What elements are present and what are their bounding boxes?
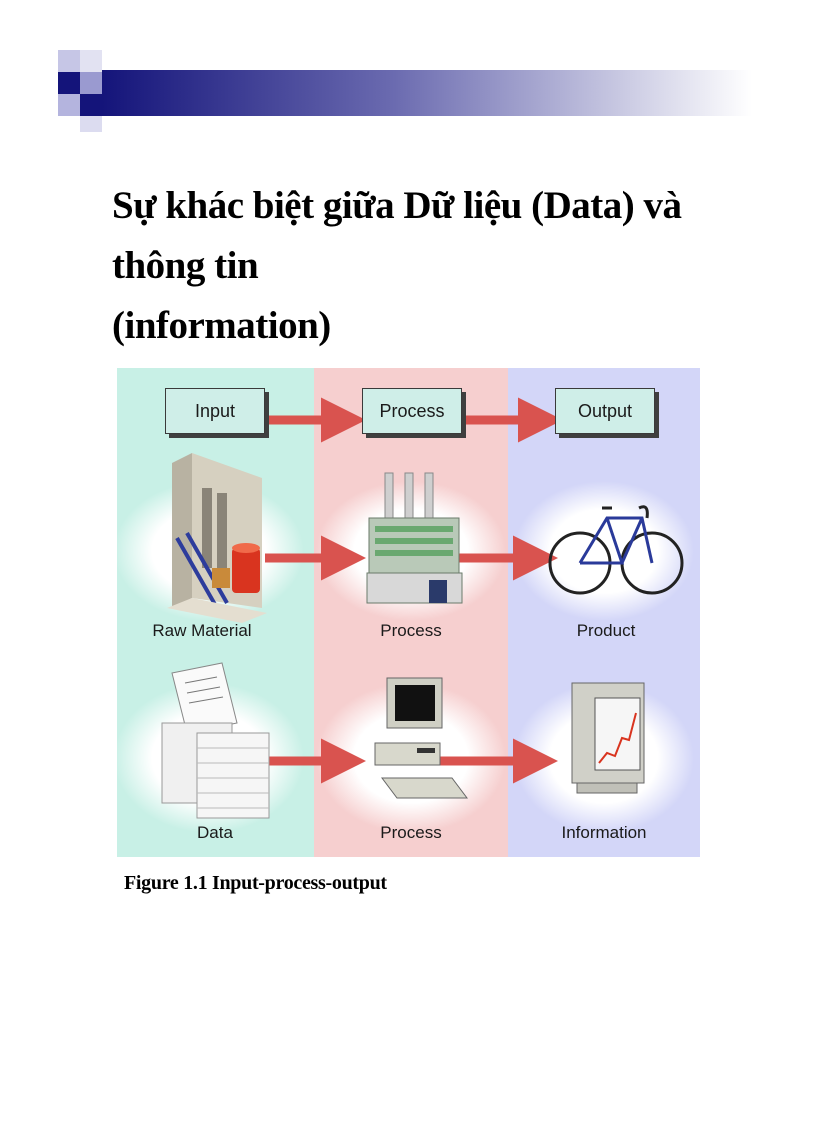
factory-icon	[366, 472, 463, 604]
process-box: Process	[362, 388, 462, 434]
decor-square	[80, 50, 102, 72]
input-box: Input	[165, 388, 265, 434]
data-papers-icon	[161, 662, 270, 819]
output-box-label: Output	[577, 400, 633, 421]
process-box-label: Process	[379, 400, 445, 421]
slide-title: Sự khác biệt giữa Dữ liệu (Data) và thôn…	[112, 176, 772, 356]
slide-title-line2: (information)	[112, 304, 331, 347]
decor-square	[80, 94, 102, 116]
decor-square	[80, 116, 102, 132]
decor-square	[58, 50, 80, 72]
product-label: Product	[576, 621, 636, 640]
output-box: Output	[555, 388, 655, 434]
slide-title-line1: Sự khác biệt giữa Dữ liệu (Data) và thôn…	[112, 184, 682, 287]
input-process-output-figure: Input Process Output Raw Material Proces…	[117, 368, 700, 857]
header-gradient-bar	[102, 70, 752, 116]
decor-square	[80, 72, 102, 94]
information-label: Information	[561, 823, 647, 842]
process-label-row2: Process	[380, 823, 442, 842]
input-box-label: Input	[194, 400, 236, 421]
bicycle-icon	[548, 505, 684, 595]
figure-caption: Figure 1.1 Input-process-output	[124, 872, 387, 894]
computer-icon	[374, 677, 468, 799]
process-label-row1: Process	[380, 621, 442, 640]
header-decoration	[58, 50, 752, 132]
monitor-chart-icon	[571, 682, 645, 794]
raw-material-icon	[167, 453, 267, 623]
decor-square	[58, 72, 80, 94]
raw-material-label: Raw Material	[152, 621, 252, 640]
decor-square	[58, 94, 80, 116]
data-label: Data	[197, 823, 233, 842]
bicycle-glow	[514, 481, 694, 621]
figure-graphics	[117, 368, 700, 857]
